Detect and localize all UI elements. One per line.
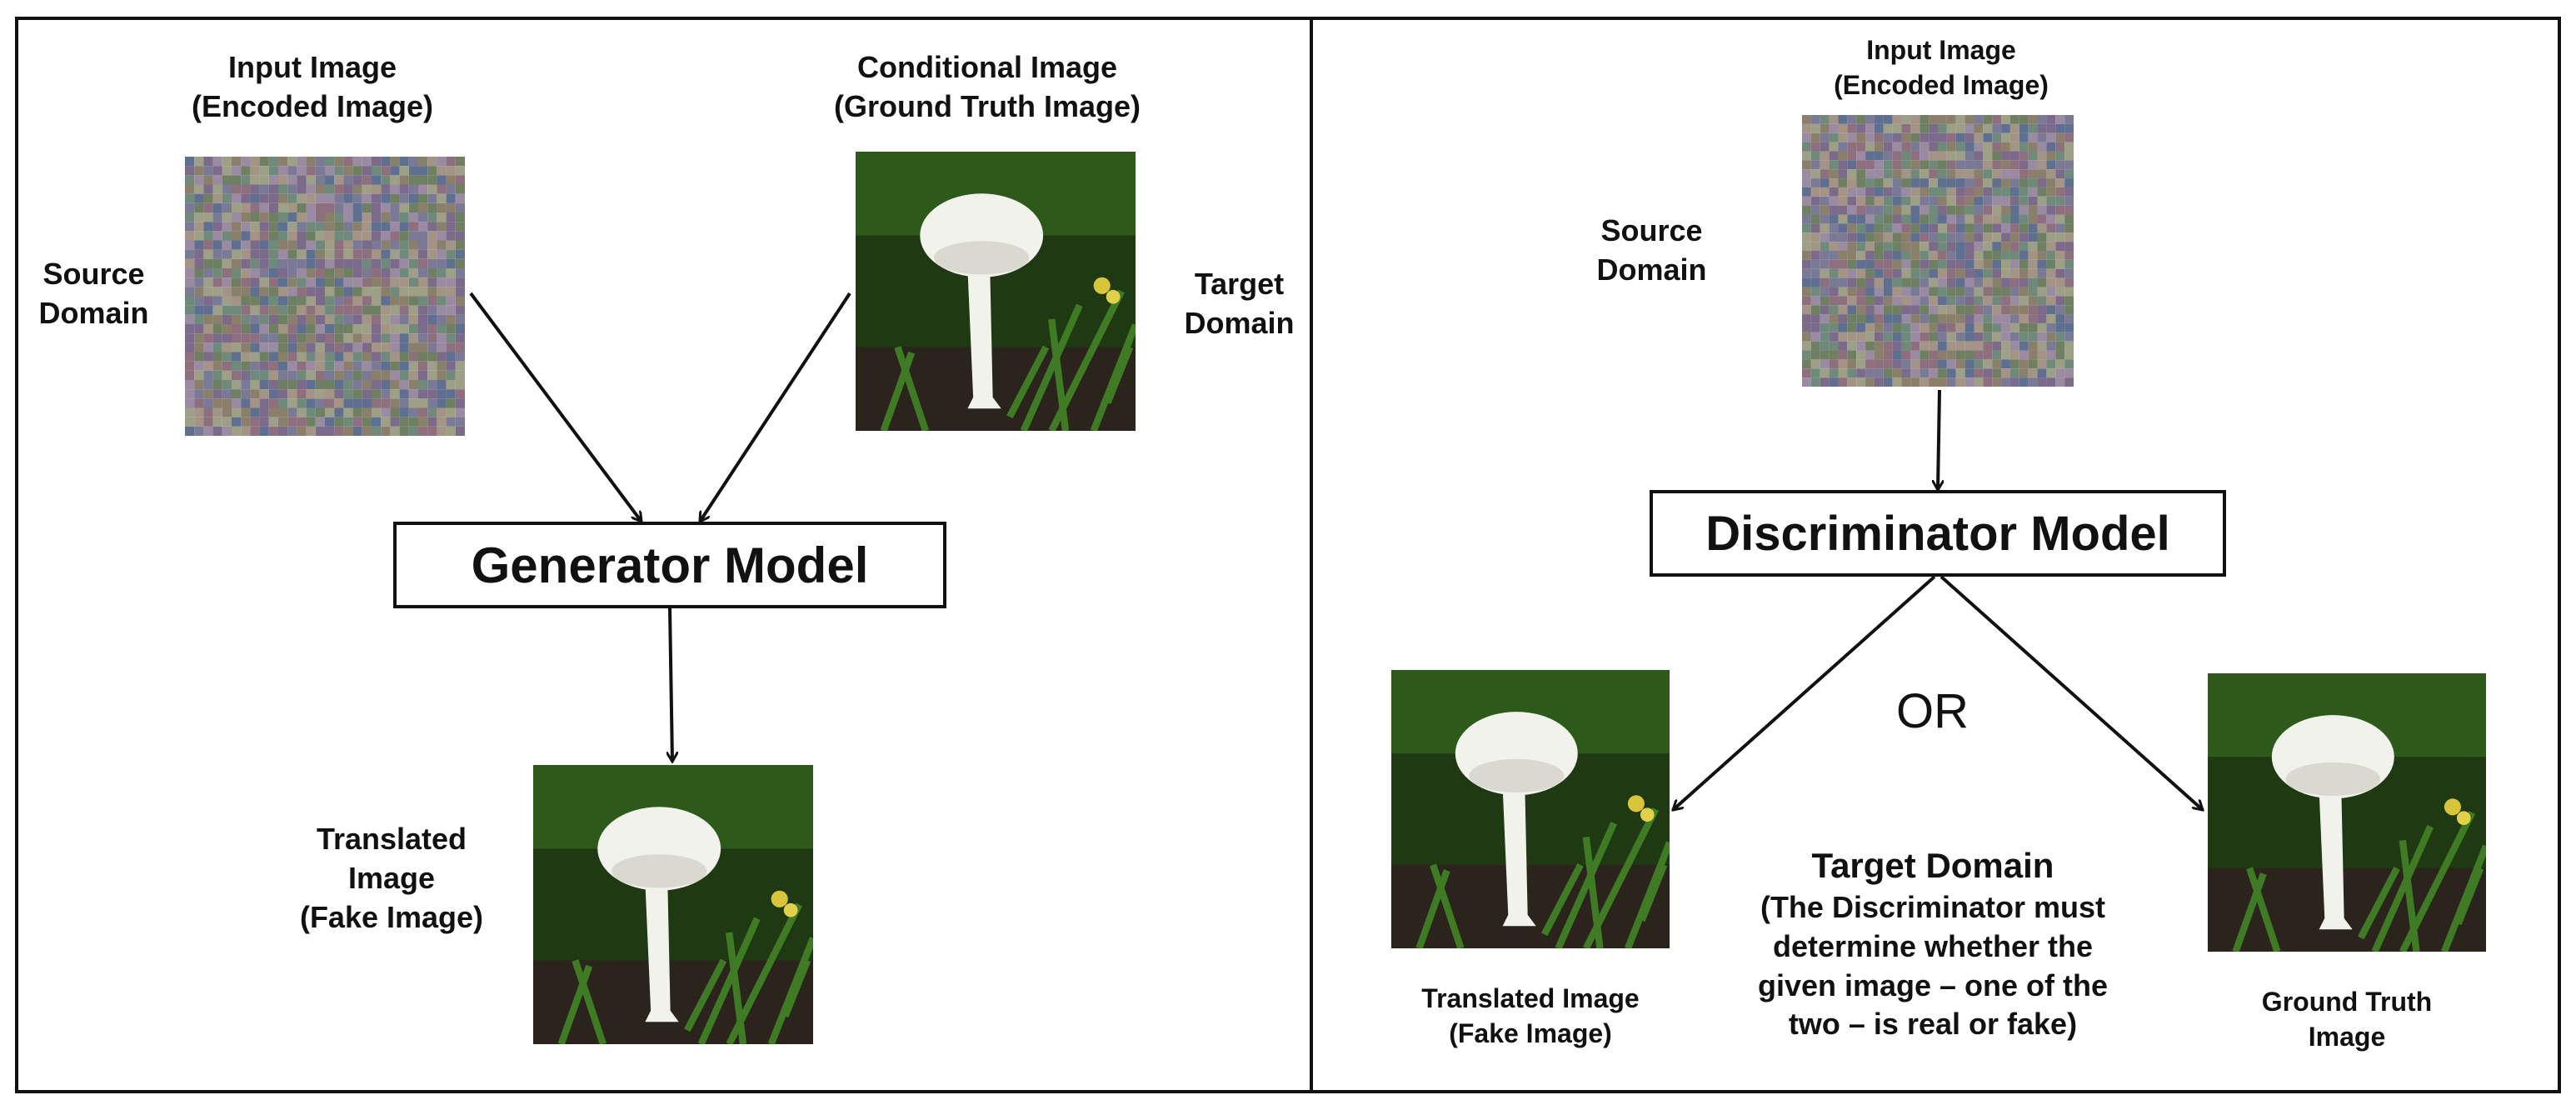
generator-conditional-image <box>856 152 1136 431</box>
noise-pattern <box>1802 115 2074 387</box>
mushroom-photo-icon <box>2208 673 2486 952</box>
generator-model-box: Generator Model <box>393 522 946 608</box>
discriminator-fake-image <box>1391 670 1670 948</box>
generator-source-domain: Source Domain <box>38 257 149 330</box>
mushroom-photo-icon <box>1391 670 1670 948</box>
discriminator-panel <box>1310 17 2561 1093</box>
noise-pattern <box>185 157 465 436</box>
generator-output-label: Translated Image (Fake Image) <box>299 822 484 934</box>
discriminator-real-image <box>2208 673 2486 952</box>
discriminator-real-label: Ground Truth Image <box>2261 987 2433 1052</box>
discriminator-input-noise-image <box>1802 115 2074 387</box>
or-label: OR <box>1896 684 1969 738</box>
generator-output-image <box>533 765 813 1044</box>
generator-target-domain: Target Domain <box>1184 267 1295 340</box>
generator-input-label: Input Image (Encoded Image) <box>191 50 434 123</box>
discriminator-input-label: Input Image (Encoded Image) <box>1834 35 2049 100</box>
discriminator-model-box: Discriminator Model <box>1650 490 2226 577</box>
generator-conditional-label: Conditional Image (Ground Truth Image) <box>834 50 1141 123</box>
mushroom-photo-icon <box>533 765 813 1044</box>
target-domain-note: (The Discriminator must determine whethe… <box>1757 890 2109 1042</box>
mushroom-photo-icon <box>856 152 1136 431</box>
discriminator-fake-label: Translated Image (Fake Image) <box>1421 983 1640 1048</box>
discriminator-source-domain: Source Domain <box>1596 213 1707 287</box>
target-domain-heading: Target Domain <box>1811 846 2054 885</box>
generator-input-noise-image <box>185 157 465 436</box>
